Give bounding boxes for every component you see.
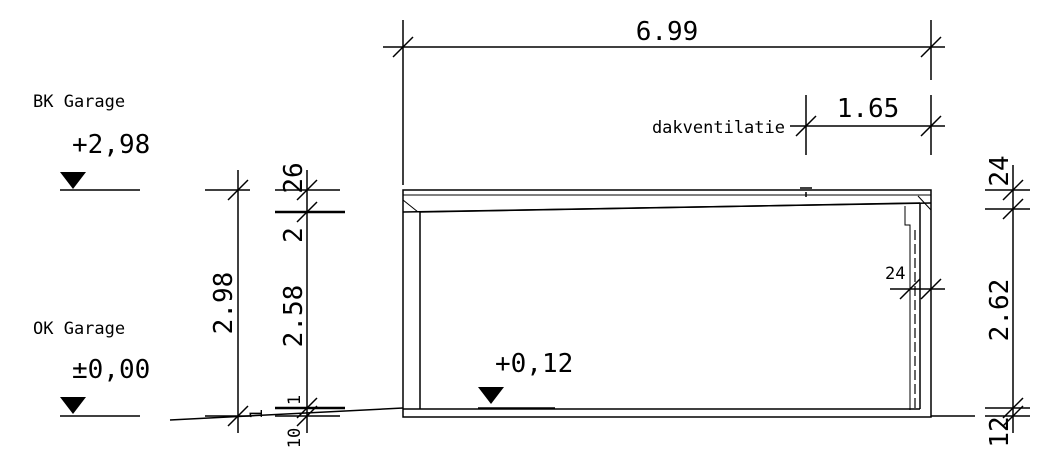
dimension-right-segments: 24 2.62 12 bbox=[985, 155, 1030, 448]
level-marker-ok: OK Garage ±0,00 bbox=[33, 319, 150, 417]
left-roof-label: 26 bbox=[279, 162, 309, 193]
vent-label: dakventilatie bbox=[652, 118, 785, 138]
ok-garage-label: OK Garage bbox=[33, 319, 125, 339]
floor-level-value: +0,12 bbox=[495, 349, 573, 379]
level-marker-floor: +0,12 bbox=[478, 349, 573, 409]
level-triangle-icon bbox=[60, 172, 86, 189]
level-triangle-icon bbox=[478, 387, 504, 404]
right-base-label: 12 bbox=[985, 416, 1015, 447]
left-10-label: 10 bbox=[285, 428, 305, 448]
ok-garage-value: ±0,00 bbox=[72, 355, 150, 385]
left-wall-label: 2.58 bbox=[279, 285, 309, 348]
left-2-label: 2 bbox=[279, 227, 309, 243]
dimension-vent-width: 1.65 dakventilatie bbox=[652, 94, 945, 155]
dimension-left-segments: 26 2 2.58 1 10 bbox=[275, 162, 345, 448]
level-marker-bk: BK Garage +2,98 bbox=[33, 92, 150, 191]
dimension-total-width: 6.99 bbox=[383, 17, 945, 185]
left-1b-label: 1 bbox=[285, 395, 305, 405]
level-triangle-icon bbox=[60, 397, 86, 414]
garage-section bbox=[402, 187, 932, 418]
vent-width-label: 1.65 bbox=[837, 94, 900, 124]
left-1a-label: 1 bbox=[247, 409, 267, 419]
bk-garage-value: +2,98 bbox=[72, 130, 150, 160]
left-total-label: 2.98 bbox=[209, 272, 239, 335]
bk-garage-label: BK Garage bbox=[33, 92, 125, 112]
dimension-left-total: 2.98 1 bbox=[205, 170, 267, 433]
wall-thickness-label: 24 bbox=[885, 264, 905, 284]
ground-slope-line bbox=[169, 407, 404, 421]
total-width-label: 6.99 bbox=[636, 17, 699, 47]
right-wall-label: 2.62 bbox=[985, 279, 1015, 342]
dimension-wall-thickness: 24 bbox=[885, 264, 945, 300]
right-roof-label: 24 bbox=[985, 155, 1015, 186]
